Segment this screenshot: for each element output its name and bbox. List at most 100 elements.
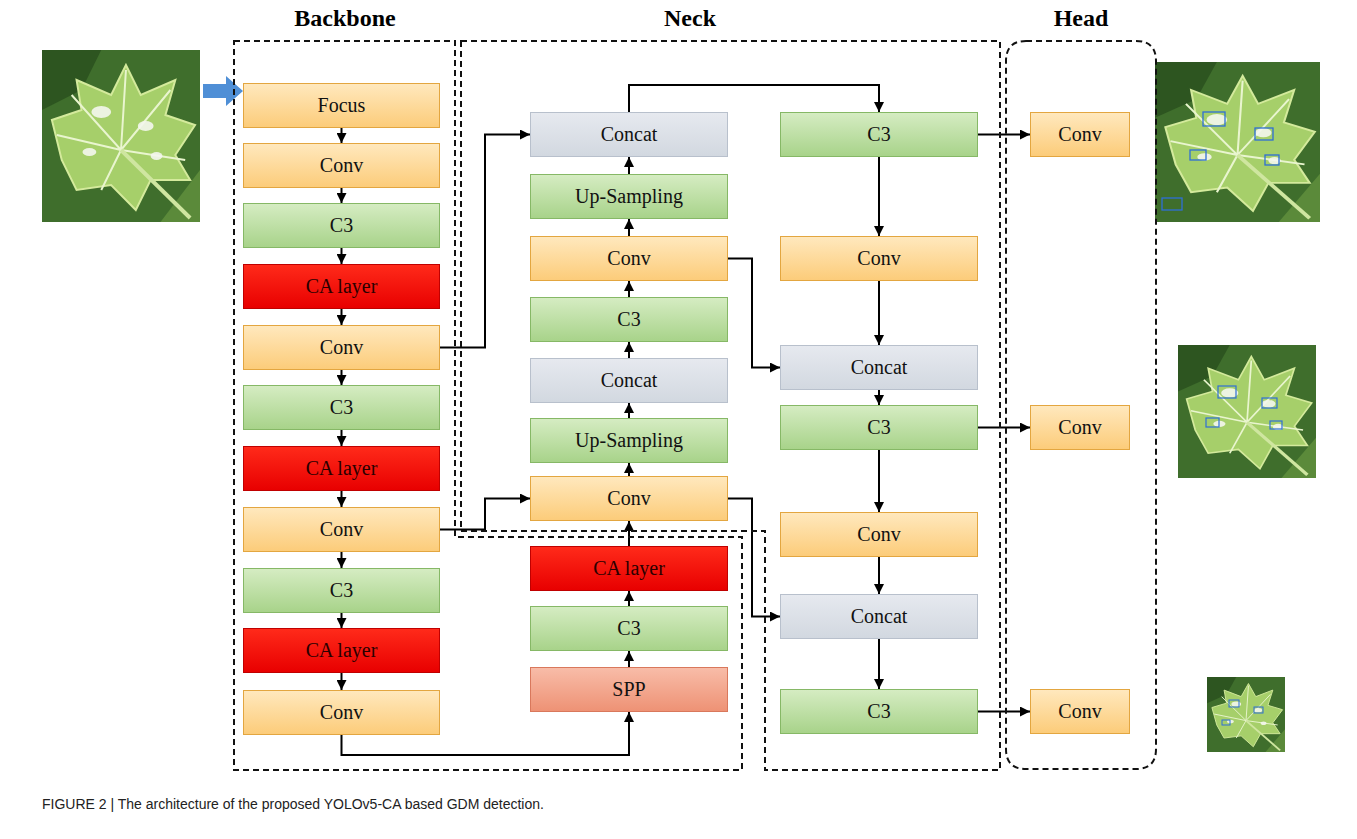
flow-arrow: [628, 521, 630, 546]
module-box: C3: [780, 689, 978, 734]
attention-box: CA layer: [243, 264, 440, 309]
box-label: Conv: [320, 518, 363, 541]
box-label: CA layer: [593, 557, 665, 580]
flow-arrow: [628, 651, 630, 667]
flow-arrow: [878, 390, 880, 405]
conv-box: Focus: [243, 83, 440, 128]
flow-arrow: [341, 248, 343, 264]
box-label: Concat: [851, 356, 908, 379]
flow-arrow: [628, 463, 630, 476]
conv-box: Conv: [530, 236, 728, 281]
flow-arrow: [341, 613, 343, 628]
box-label: CA layer: [306, 457, 378, 480]
attention-box: CA layer: [530, 546, 728, 591]
box-label: SPP: [612, 678, 645, 701]
concat-box: Concat: [780, 345, 978, 390]
output-leaf: [1155, 62, 1320, 222]
box-label: C3: [617, 617, 640, 640]
box-label: Conv: [607, 487, 650, 510]
box-label: Up-Sampling: [575, 185, 683, 208]
box-label: C3: [330, 579, 353, 602]
box-label: Concat: [601, 123, 658, 146]
dashed-outline: [1006, 41, 1156, 769]
detection-box: [1218, 386, 1236, 398]
spp-box: SPP: [530, 667, 728, 712]
box-label: Conv: [320, 154, 363, 177]
flow-arrow: [878, 639, 880, 689]
dashed-outline: [234, 41, 742, 770]
stage-heading: Neck: [664, 4, 716, 32]
box-label: C3: [330, 214, 353, 237]
output-leaf: [1178, 345, 1316, 478]
conv-box: Conv: [1030, 112, 1130, 157]
module-box: C3: [530, 297, 728, 342]
detection-box: [1222, 720, 1230, 725]
box-label: Conv: [320, 336, 363, 359]
flow-arrow: [628, 591, 630, 606]
figure-caption: FIGURE 2 | The architecture of the propo…: [42, 796, 544, 812]
attention-box: CA layer: [243, 446, 440, 491]
flow-arrow: [341, 128, 343, 143]
flow-arrow: [341, 552, 343, 568]
flow-arrow: [728, 259, 780, 368]
box-label: C3: [330, 396, 353, 419]
detection-box: [1270, 421, 1282, 429]
flow-arrow: [440, 135, 530, 348]
flow-arrow: [628, 157, 630, 174]
box-label: Conv: [857, 247, 900, 270]
flow-arrow: [978, 427, 1030, 429]
flow-arrow: [878, 157, 880, 236]
flow-arrow: [878, 557, 880, 594]
stage-region: HeadConvConvConv: [1005, 40, 1157, 771]
box-label: Conv: [1058, 123, 1101, 146]
conv-box: Conv: [530, 476, 728, 521]
detection-box: [1262, 398, 1277, 408]
flow-arrow: [629, 85, 879, 112]
attention-box: CA layer: [243, 628, 440, 673]
module-box: C3: [530, 606, 728, 651]
detection-box: [1265, 155, 1279, 165]
dashed-outline: [461, 41, 1000, 770]
detection-box: [1190, 150, 1206, 160]
box-label: Conv: [320, 701, 363, 724]
box-label: C3: [617, 308, 640, 331]
module-box: Up-Sampling: [530, 418, 728, 463]
concat-box: Concat: [530, 112, 728, 157]
box-label: CA layer: [306, 639, 378, 662]
input-arrow: [203, 76, 243, 106]
module-box: C3: [243, 385, 440, 430]
detection-box: [1162, 198, 1182, 210]
flow-arrow: [341, 188, 343, 203]
flow-arrow: [628, 219, 630, 236]
output-leaf: [1207, 677, 1285, 752]
module-box: C3: [780, 112, 978, 157]
conv-box: Conv: [1030, 405, 1130, 450]
flow-arrow: [978, 134, 1030, 136]
detection-box: [1255, 128, 1273, 140]
conv-box: Conv: [243, 325, 440, 370]
detection-box: [1203, 112, 1225, 126]
concat-box: Concat: [530, 358, 728, 403]
flow-arrow: [341, 370, 343, 385]
output-image: [1207, 677, 1285, 752]
flow-arrow: [628, 403, 630, 418]
stage-heading: Head: [1054, 4, 1109, 32]
box-label: Concat: [851, 605, 908, 628]
flow-arrow: [341, 491, 343, 507]
box-label: CA layer: [306, 275, 378, 298]
stage-heading: Backbone: [294, 4, 395, 32]
flow-arrow: [878, 281, 880, 345]
module-box: C3: [243, 568, 440, 613]
stage-region: NeckConcatUp-SamplingConvC3ConcatUp-Samp…: [460, 40, 1001, 771]
box-label: Concat: [601, 369, 658, 392]
conv-box: Conv: [1030, 689, 1130, 734]
input-image: [42, 50, 200, 222]
box-label: C3: [867, 700, 890, 723]
box-label: Up-Sampling: [575, 429, 683, 452]
module-box: C3: [243, 203, 440, 248]
flow-arrow: [440, 499, 530, 530]
flow-arrow: [728, 499, 780, 617]
conv-box: Conv: [243, 507, 440, 552]
box-label: Conv: [1058, 700, 1101, 723]
flow-arrow: [341, 309, 343, 325]
